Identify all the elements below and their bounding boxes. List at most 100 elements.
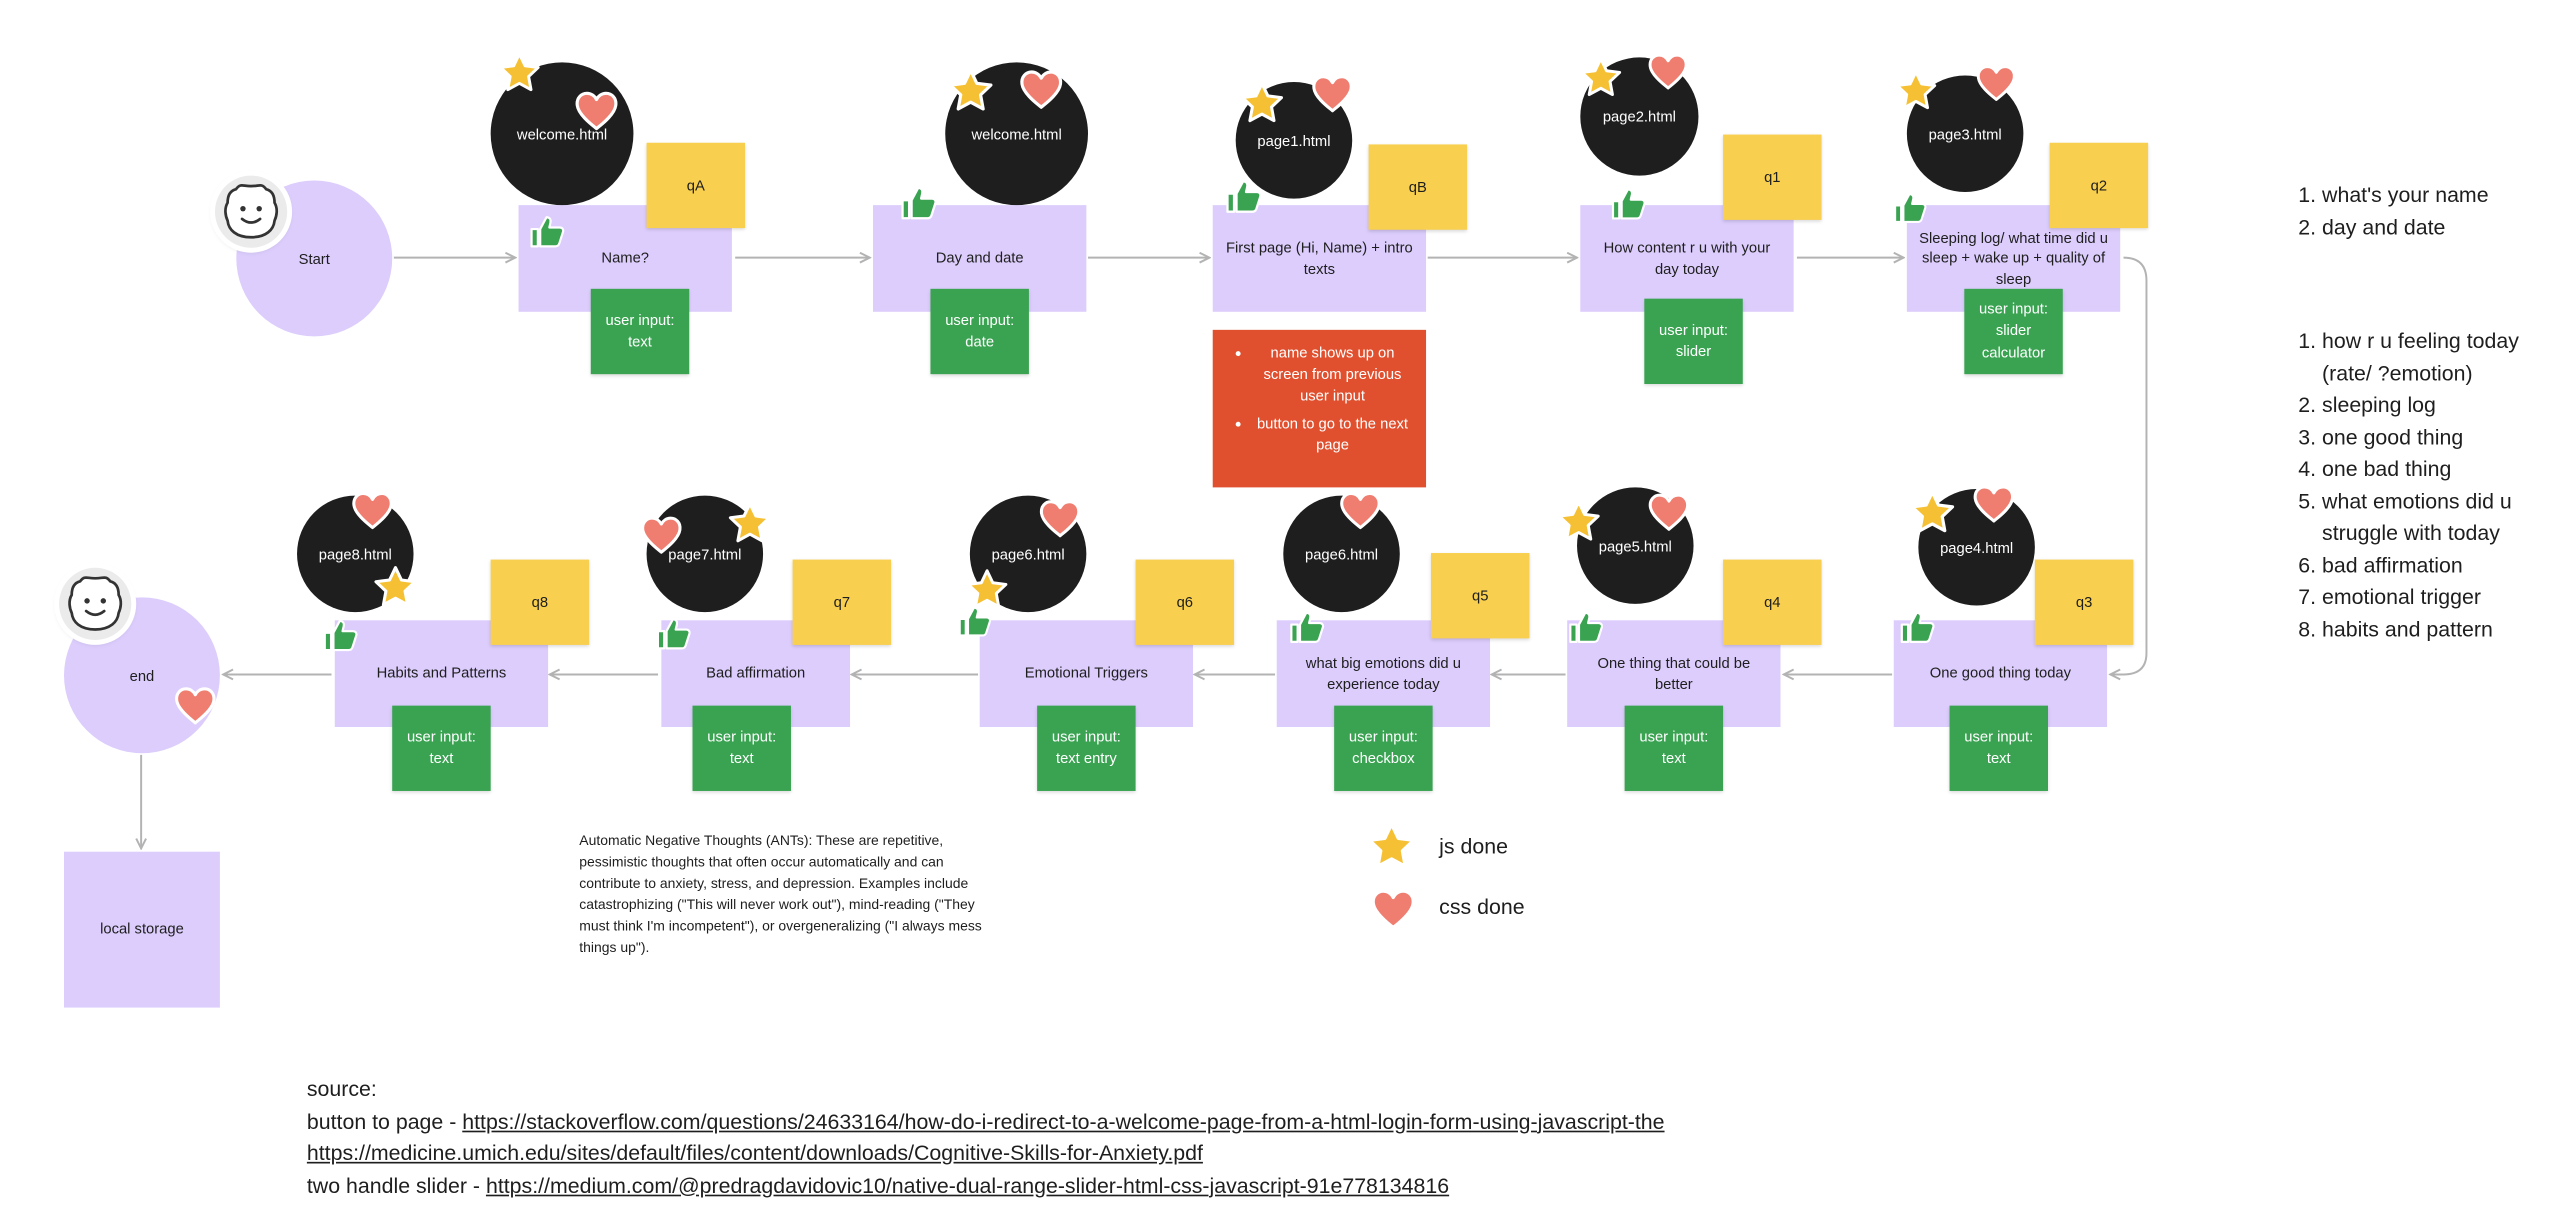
question-sticky: q3 xyxy=(2034,559,2134,645)
requirement-item: name shows up on screen from previous us… xyxy=(1255,343,1409,407)
question-label: q2 xyxy=(2090,177,2108,194)
source-link-umich[interactable]: https://medicine.umich.edu/sites/default… xyxy=(306,1140,1203,1166)
question-sticky: q4 xyxy=(1723,559,1822,645)
flow-node[interactable]: How content r u with your day today xyxy=(1580,205,1794,312)
page-file-label: page5.html xyxy=(1598,537,1672,554)
page-file-label: page1.html xyxy=(1257,132,1331,149)
question-sticky: q7 xyxy=(792,559,892,645)
heart-icon xyxy=(1974,61,2018,105)
star-icon xyxy=(1894,69,1938,113)
end-label: end xyxy=(129,667,155,684)
question-sticky: q8 xyxy=(490,559,590,645)
input-sticky: user input: date xyxy=(930,288,1029,375)
list-item: emotional trigger xyxy=(2322,581,2545,613)
heart-icon xyxy=(1369,885,1418,934)
star-icon xyxy=(947,67,995,115)
thumbs-up-icon xyxy=(1288,609,1326,647)
sources-heading: source: xyxy=(306,1076,377,1102)
flow-node[interactable]: First page (Hi, Name) + intro texts xyxy=(1212,205,1427,312)
input-sticky: user input: slider xyxy=(1644,298,1743,385)
question-sticky: qB xyxy=(1368,144,1468,230)
thumbs-up-icon xyxy=(1610,185,1648,223)
heart-icon xyxy=(1310,71,1356,117)
input-label: user input: text xyxy=(1964,727,2034,767)
page-circle: page6.html xyxy=(1283,495,1400,613)
input-label: user input: text xyxy=(707,727,777,767)
question-label: q6 xyxy=(1176,594,1194,611)
thumbs-up-icon xyxy=(957,604,993,640)
node-label: First page (Hi, Name) + intro texts xyxy=(1226,239,1413,277)
smiley-avatar-icon xyxy=(214,175,288,248)
list-item: day and date xyxy=(2322,211,2545,243)
input-label: user input: text xyxy=(1639,727,1709,767)
heart-icon xyxy=(1646,489,1692,535)
source-line-3: two handle slider - https://medium.com/@… xyxy=(307,1169,1948,1201)
page-file-label: page8.html xyxy=(318,545,392,563)
source-line-1: button to page - https://stackoverflow.c… xyxy=(307,1105,1948,1137)
star-icon xyxy=(1579,56,1623,100)
list-item: one bad thing xyxy=(2322,453,2545,485)
question-sticky: qA xyxy=(646,142,746,229)
node-label: Sleeping log/ what time did u sleep + wa… xyxy=(1919,229,2108,287)
source-link-medium[interactable]: https://medium.com/@predragdavidovic10/n… xyxy=(485,1172,1450,1198)
smiley-avatar-icon xyxy=(59,567,132,641)
star-icon xyxy=(1556,499,1602,545)
question-sticky: q2 xyxy=(2049,142,2149,229)
heart-icon xyxy=(172,683,218,729)
star-icon xyxy=(497,51,541,95)
input-sticky: user input: text xyxy=(692,705,791,791)
node-label: Emotional Triggers xyxy=(1024,664,1148,682)
input-label: user input: text xyxy=(605,310,675,350)
node-label: Name? xyxy=(601,249,650,267)
input-label: user input: date xyxy=(945,310,1015,350)
page-circle: page4.html xyxy=(1918,489,2035,606)
node-label: One thing that could be better xyxy=(1597,654,1751,692)
thumbs-up-icon xyxy=(1892,190,1928,226)
heart-icon xyxy=(1017,66,1065,114)
star-icon xyxy=(373,565,419,611)
node-label: Habits and Patterns xyxy=(376,664,507,682)
legend-css-done: css done xyxy=(1439,894,1525,919)
source-line-3-prefix: two handle slider - xyxy=(306,1172,486,1198)
input-sticky: user input: text xyxy=(1949,705,2049,791)
question-label: qB xyxy=(1408,178,1427,196)
input-label: user input: checkbox xyxy=(1348,727,1418,767)
ants-note: Automatic Negative Thoughts (ANTs): Thes… xyxy=(579,832,982,956)
thumbs-up-icon xyxy=(322,617,360,655)
sources-block: source: button to page - https://stackov… xyxy=(307,1073,1948,1201)
list-item: sleeping log xyxy=(2322,389,2545,421)
node-label: Day and date xyxy=(935,249,1024,267)
thumbs-up-icon xyxy=(655,615,693,653)
list-item: bad affirmation xyxy=(2322,549,2545,581)
local-storage-node[interactable]: local storage xyxy=(64,851,220,1008)
start-label: Start xyxy=(298,250,330,267)
question-list-2: how r u feeling today (rate/ ?emotion) s… xyxy=(2291,325,2545,645)
source-line-2: https://medicine.umich.edu/sites/default… xyxy=(307,1137,1948,1169)
question-label: q3 xyxy=(2075,594,2093,611)
list-item: one good thing xyxy=(2322,421,2545,453)
node-label: How content r u with your day today xyxy=(1603,239,1771,277)
question-label: q1 xyxy=(1764,169,1781,186)
input-label: user input: text xyxy=(406,727,476,767)
node-label: One good thing today xyxy=(1929,664,2072,682)
thumbs-up-icon xyxy=(1899,609,1937,647)
star-icon xyxy=(727,501,773,547)
page-file-label: page4.html xyxy=(1940,539,2014,556)
list-item: what emotions did u struggle with today xyxy=(2322,485,2545,549)
thumbs-up-icon xyxy=(899,184,938,223)
source-link-stackoverflow[interactable]: https://stackoverflow.com/questions/2463… xyxy=(462,1108,1665,1134)
page-file-label: welcome.html xyxy=(971,125,1062,142)
star-icon xyxy=(1239,80,1285,126)
input-label: user input: slider xyxy=(1659,320,1729,360)
page-file-label: page3.html xyxy=(1928,125,2002,142)
list-item: habits and pattern xyxy=(2322,613,2545,645)
input-sticky: user input: text xyxy=(392,705,491,791)
input-sticky: user input: text xyxy=(590,288,690,375)
heart-icon xyxy=(350,487,396,533)
heart-icon xyxy=(638,512,684,558)
storage-label: local storage xyxy=(100,920,184,938)
question-sticky: q5 xyxy=(1430,553,1530,639)
thumbs-up-icon xyxy=(1224,177,1263,216)
question-label: q5 xyxy=(1471,587,1489,604)
connector-page3-page4 xyxy=(2110,256,2148,675)
